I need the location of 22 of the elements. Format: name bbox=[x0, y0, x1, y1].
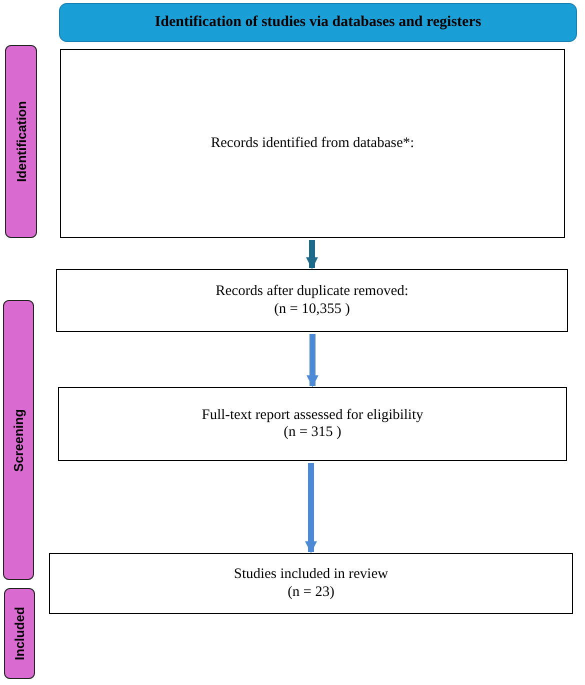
header-text: Identification of studies via databases and registers bbox=[154, 14, 482, 31]
arrow bbox=[306, 240, 318, 270]
process-box bbox=[60, 49, 565, 238]
box-text: Studies included in review bbox=[234, 566, 388, 584]
process-box bbox=[58, 387, 567, 461]
arrow bbox=[305, 463, 317, 554]
box-text: (n = 10,355 ) bbox=[274, 300, 350, 318]
box-text: Records after duplicate removed: bbox=[216, 283, 408, 300]
box-text: (n = 315 ) bbox=[284, 424, 342, 442]
phase-label bbox=[4, 588, 35, 679]
box-text: (n = 23) bbox=[288, 584, 334, 601]
phase-text: Identification bbox=[14, 101, 28, 182]
phase-text: Included bbox=[12, 606, 27, 660]
section-header bbox=[59, 3, 577, 42]
arrow bbox=[306, 334, 318, 388]
phase-text: Screening bbox=[11, 408, 26, 472]
box-text: Records identified from database*: bbox=[210, 134, 414, 152]
phase-label bbox=[5, 45, 37, 238]
process-box bbox=[56, 269, 568, 332]
box-text: Full-text report assessed for eligibility bbox=[202, 406, 424, 424]
process-box bbox=[49, 553, 573, 614]
phase-label bbox=[3, 300, 34, 580]
